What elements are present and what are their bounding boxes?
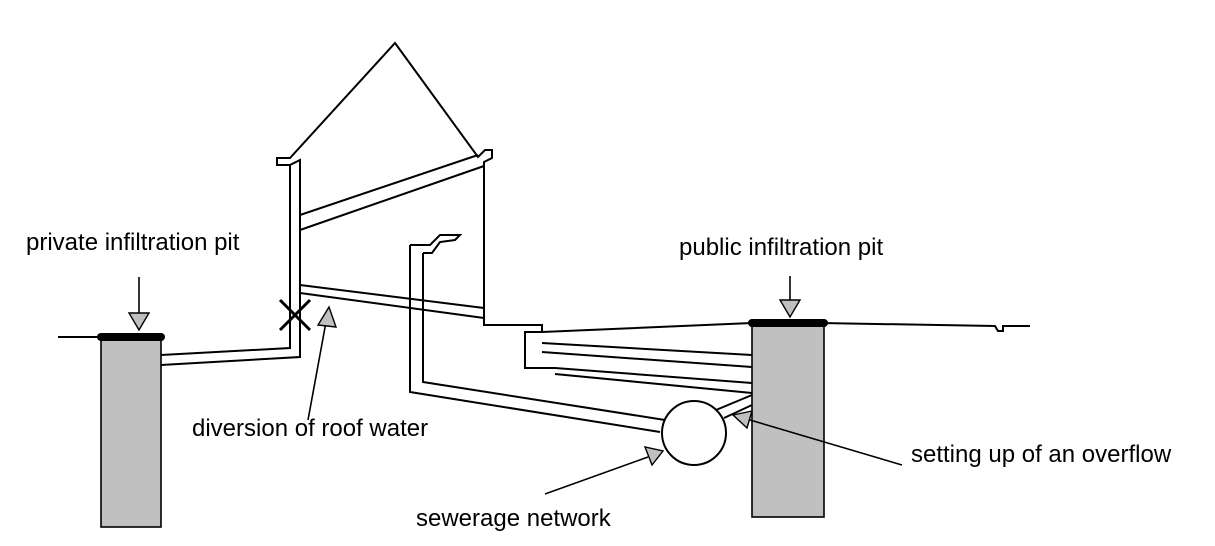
public-pit-pipe bbox=[541, 342, 753, 394]
private-pit-pipe bbox=[160, 165, 301, 366]
cross-icon bbox=[278, 298, 312, 332]
sewer-manhole bbox=[661, 400, 727, 466]
public-pit-arrow bbox=[778, 276, 802, 319]
downspout bbox=[409, 234, 666, 433]
overflow-label: setting up of an overflow bbox=[911, 441, 1172, 468]
public-pit-label: public infiltration pit bbox=[679, 234, 883, 261]
private-pit-arrow bbox=[127, 277, 151, 332]
sewerage-arrow bbox=[544, 446, 665, 495]
overflow-pipe bbox=[715, 394, 753, 419]
diversion-arrow bbox=[307, 305, 338, 421]
ground-line-right bbox=[541, 322, 1030, 333]
sewerage-label: sewerage network bbox=[416, 505, 612, 532]
house bbox=[276, 41, 555, 369]
overflow-arrow bbox=[731, 410, 903, 466]
private-infiltration-pit bbox=[97, 333, 165, 528]
private-pit-label: private infiltration pit bbox=[26, 229, 240, 256]
roof-diversion-label: diversion of roof water bbox=[192, 415, 428, 442]
public-infiltration-pit bbox=[748, 319, 828, 518]
